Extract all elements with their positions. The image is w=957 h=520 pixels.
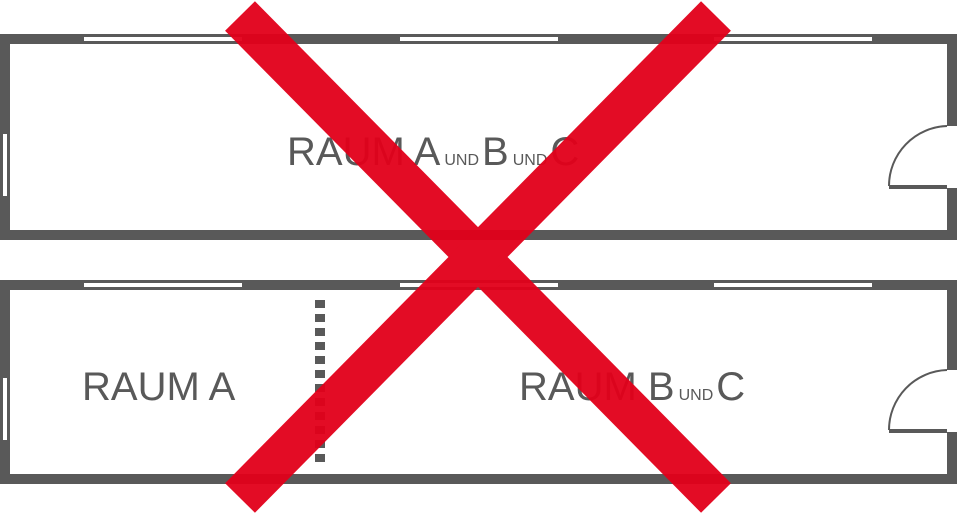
door-swing-icon bbox=[888, 369, 948, 433]
top-plan-right-wall-upper bbox=[947, 34, 957, 126]
room-bc-conj: UND bbox=[679, 387, 714, 404]
room-bc-part2: C bbox=[716, 365, 745, 409]
top-floor-plan: RAUM AUNDBUNDC bbox=[0, 34, 957, 240]
bottom-plan-window-left bbox=[3, 378, 7, 440]
bottom-plan-window-3 bbox=[714, 283, 872, 287]
bottom-plan-right-wall-upper bbox=[947, 280, 957, 370]
room-a-label: RAUM A bbox=[82, 365, 236, 409]
top-label-conj1: UND bbox=[444, 152, 479, 169]
top-label-conj2: UND bbox=[513, 152, 548, 169]
top-label-part2: B bbox=[482, 130, 509, 174]
bottom-plan-window-1 bbox=[84, 283, 242, 287]
top-plan-right-wall-lower bbox=[947, 188, 957, 240]
top-plan-window-2 bbox=[400, 37, 558, 41]
bottom-floor-plan: RAUM A RAUM BUNDC bbox=[0, 280, 957, 484]
top-plan-window-1 bbox=[84, 37, 242, 41]
bottom-plan-bottom-wall bbox=[0, 474, 957, 484]
bottom-plan-right-wall-lower bbox=[947, 432, 957, 484]
top-plan-window-left bbox=[3, 134, 7, 196]
cross-out-icon bbox=[225, 1, 731, 513]
top-plan-window-3 bbox=[714, 37, 872, 41]
door-swing-icon bbox=[888, 125, 948, 189]
